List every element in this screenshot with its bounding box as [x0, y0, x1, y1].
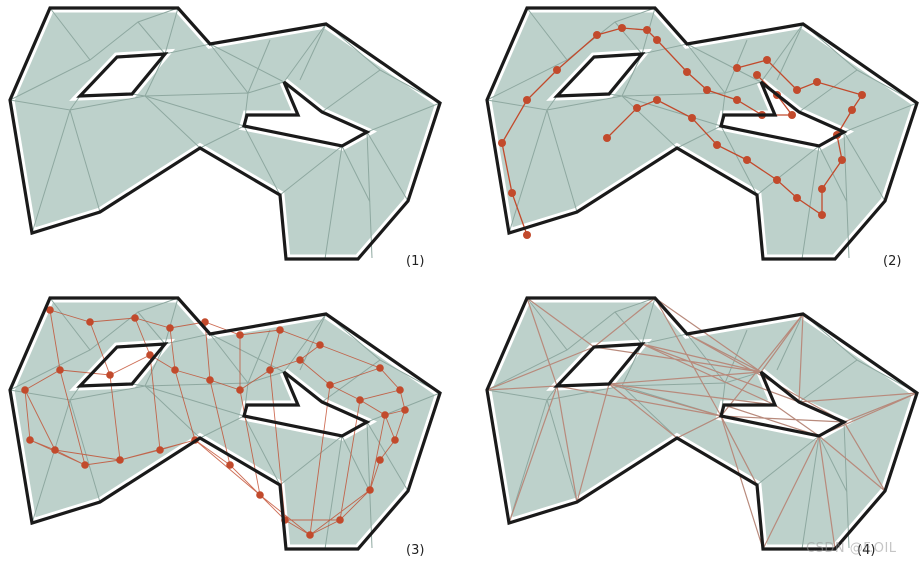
- dual-node: [838, 156, 846, 164]
- panel-2: [482, 3, 919, 264]
- center-node: [316, 341, 324, 349]
- center-node: [276, 326, 284, 334]
- center-node: [81, 461, 89, 469]
- center-node: [226, 461, 234, 469]
- dual-node: [753, 71, 761, 79]
- boundary-outline: [485, 296, 919, 551]
- center-node: [146, 351, 154, 359]
- dual-node: [818, 211, 826, 219]
- dual-node: [703, 86, 711, 94]
- boundary-outline: [485, 6, 919, 261]
- dual-node: [523, 96, 531, 104]
- center-node: [256, 491, 264, 499]
- center-node: [106, 371, 114, 379]
- center-node: [376, 456, 384, 464]
- center-node: [166, 324, 174, 332]
- dual-node: [788, 111, 796, 119]
- center-node: [266, 366, 274, 374]
- panel-1: [5, 3, 446, 264]
- center-node: [51, 446, 59, 454]
- center-node: [236, 386, 244, 394]
- center-node: [116, 456, 124, 464]
- dual-node: [498, 139, 506, 147]
- dual-node: [653, 96, 661, 104]
- center-node: [356, 396, 364, 404]
- dual-node: [793, 194, 801, 202]
- dual-node: [618, 24, 626, 32]
- dual-node: [553, 66, 561, 74]
- dual-node: [653, 36, 661, 44]
- dual-node: [523, 231, 531, 239]
- dual-node: [743, 156, 751, 164]
- dual-node: [733, 64, 741, 72]
- dual-node: [773, 176, 781, 184]
- dual-node: [603, 134, 611, 142]
- center-node: [21, 386, 29, 394]
- dual-path: [501, 27, 794, 236]
- dual-node: [793, 86, 801, 94]
- dual-node: [683, 68, 691, 76]
- panel-4: [482, 293, 919, 554]
- panel-3-label: (3): [406, 543, 425, 558]
- center-node: [296, 356, 304, 364]
- dual-node: [508, 189, 516, 197]
- dual-node: [848, 106, 856, 114]
- dual-node: [858, 91, 866, 99]
- watermark: CSDN @F.OIL: [806, 541, 897, 556]
- center-node: [401, 406, 409, 414]
- panel-1-label: (1): [406, 254, 425, 269]
- dual-node: [733, 96, 741, 104]
- center-node: [206, 376, 214, 384]
- triangle-edges: [9, 7, 441, 260]
- triangle-edges: [486, 7, 918, 260]
- panel-2-label: (2): [883, 254, 902, 269]
- center-node: [381, 411, 389, 419]
- dual-node: [818, 185, 826, 193]
- panel-3: [5, 293, 446, 554]
- dual-node: [643, 26, 651, 34]
- center-node: [26, 436, 34, 444]
- crossing-lines: [486, 297, 918, 550]
- boundary-outline: [8, 296, 442, 551]
- center-node: [46, 306, 54, 314]
- center-node: [171, 366, 179, 374]
- center-node: [86, 318, 94, 326]
- dual-node: [763, 56, 771, 64]
- center-node: [156, 446, 164, 454]
- boundary-outline: [8, 6, 442, 261]
- center-node: [56, 366, 64, 374]
- triangle-edges: [9, 297, 441, 550]
- panel-4-label: (4): [857, 543, 876, 558]
- center-node: [306, 531, 314, 539]
- dual-node: [633, 104, 641, 112]
- center-node: [396, 386, 404, 394]
- center-node: [236, 331, 244, 339]
- dual-node: [713, 141, 721, 149]
- center-node: [336, 516, 344, 524]
- center-node: [366, 486, 374, 494]
- center-node: [131, 314, 139, 322]
- dual-node: [593, 31, 601, 39]
- center-node: [326, 381, 334, 389]
- center-node: [376, 364, 384, 372]
- dual-node: [688, 114, 696, 122]
- dual-node: [813, 78, 821, 86]
- center-node: [391, 436, 399, 444]
